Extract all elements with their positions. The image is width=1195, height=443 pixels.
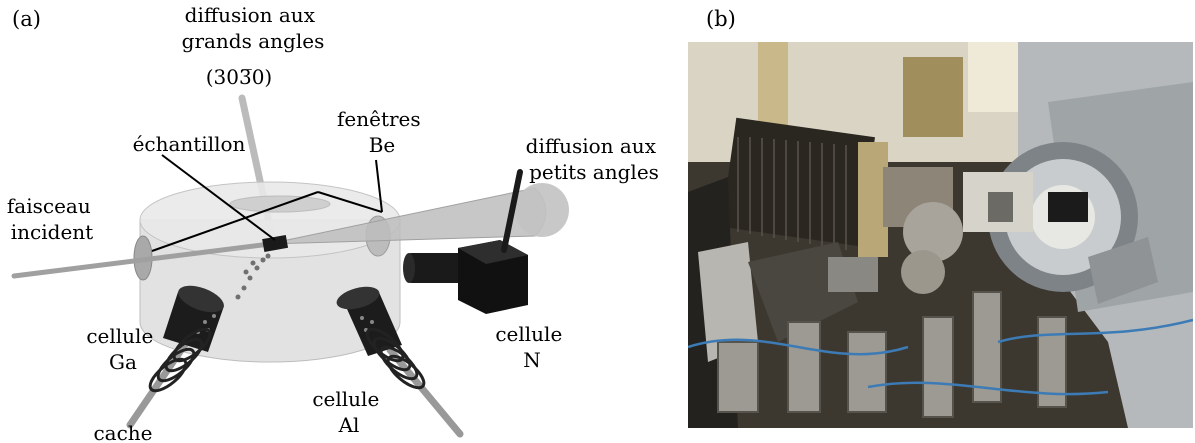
- incident-beam: [11, 241, 273, 279]
- incident-beam-label: faisceau incident: [7, 194, 97, 244]
- panel-a-label: (a): [12, 7, 41, 31]
- cell-ga-label: cellule Ga: [86, 324, 159, 374]
- small-angle-beam: [501, 169, 523, 253]
- cell-al-label: cellule Al: [312, 387, 385, 437]
- n-cell: [403, 240, 528, 314]
- shutter-label: cache: [93, 421, 152, 443]
- atomic-flux: [235, 253, 271, 300]
- be-windows-label: fenêtres Be: [337, 107, 427, 157]
- panel-b-label: (b): [706, 7, 736, 31]
- miller-index-label: (303̅0): [206, 65, 273, 89]
- chamber-photograph: [688, 42, 1193, 428]
- panel-a-diagram: (a): [7, 3, 663, 443]
- panel-b-label-wrap: (b): [706, 7, 736, 31]
- small-angle-label: diffusion aux petits angles: [526, 134, 663, 184]
- sample-holder: [262, 235, 289, 252]
- leader-lines: [151, 154, 383, 252]
- ga-cell: [126, 285, 224, 429]
- al-cell: [336, 286, 464, 438]
- cell-n-label: cellule N: [495, 322, 568, 372]
- wide-angle-label: diffusion aux grands angles: [182, 3, 325, 53]
- sample-label: échantillon: [133, 132, 246, 156]
